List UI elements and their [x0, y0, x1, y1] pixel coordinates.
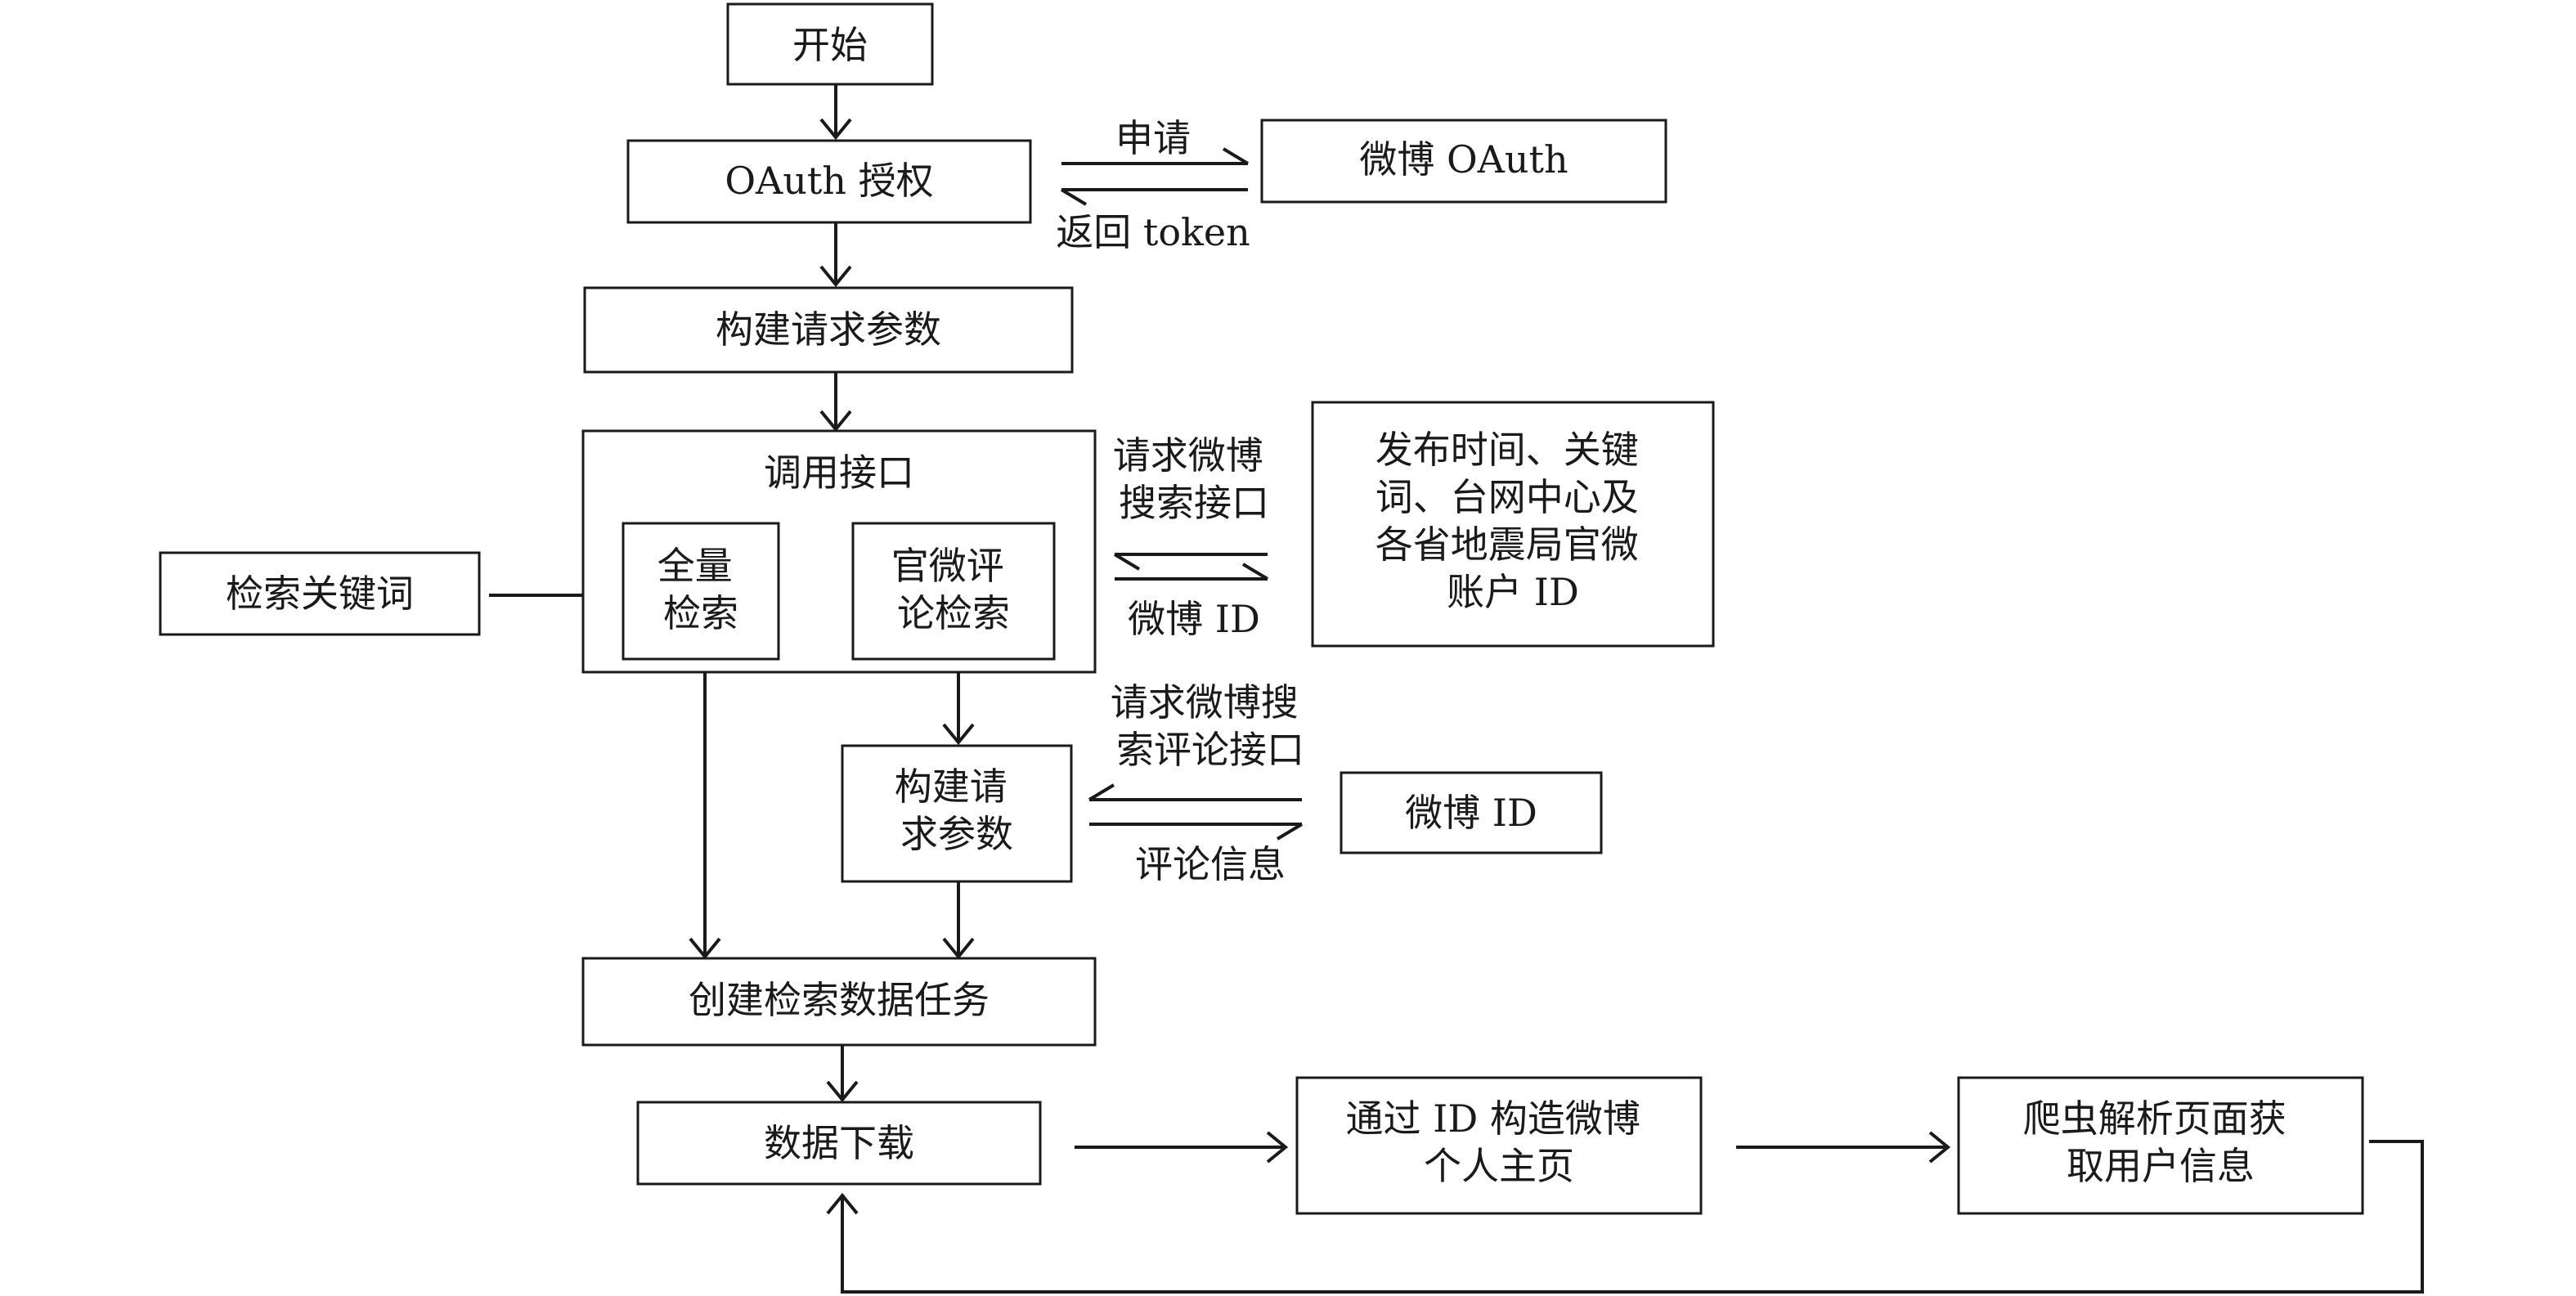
node-weibo-oauth: 微博 OAuth	[1260, 119, 1667, 204]
harpoon-apply-to-weibo-oauth	[1061, 147, 1250, 165]
edge-build-params-to-call-api	[819, 372, 852, 433]
edge-oauth-to-build-params	[819, 222, 852, 288]
node-weibo-id: 微博 ID	[1340, 771, 1603, 854]
label-return-token-line: 返回 token	[1056, 210, 1250, 254]
edge-homepage-to-crawler	[1736, 1131, 1951, 1164]
edge-crawler-loop-to-download	[826, 1140, 2424, 1294]
label-return-token: 返回 token	[1056, 210, 1250, 254]
node-full-search: 全量 检索	[622, 522, 780, 661]
node-publish-info-line-4: 账户 ID	[1447, 570, 1579, 614]
node-search-keywords: 检索关键词	[159, 551, 481, 636]
svg-text:创建检索数据任务: 创建检索数据任务	[689, 978, 990, 1022]
node-publish-info: 发布时间、关键 词、台网中心及 各省地震局官微 账户 ID	[1311, 401, 1715, 648]
node-publish-info-line-3: 各省地震局官微	[1376, 522, 1639, 567]
node-call-api-line: 调用接口	[764, 451, 914, 495]
node-build-params: 构建请求参数	[583, 286, 1074, 374]
label-request-search-api-line-2: 搜索接口	[1119, 481, 1269, 525]
node-crawler-parse-line-1: 爬虫解析页面获	[2023, 1096, 2287, 1141]
node-construct-homepage-line-1: 通过 ID 构造微博	[1346, 1096, 1640, 1141]
svg-text:爬虫解析页面获 取用户信息: 爬虫解析页面获 取用户信息	[2023, 1096, 2299, 1188]
node-full-search-line-1: 全量	[657, 544, 733, 588]
nodes: 开始 OAuth 授权 微博 OAuth 构建请求参数 调用接口 全量 检索	[159, 2, 2364, 1215]
node-build-params-2-line-2: 求参数	[900, 812, 1013, 856]
node-weibo-oauth-line: 微博 OAuth	[1359, 137, 1568, 182]
edge-download-to-homepage	[1075, 1131, 1289, 1164]
label-apply: 申请	[1115, 116, 1191, 160]
node-construct-homepage-line-2: 个人主页	[1424, 1144, 1574, 1188]
node-weibo-id-line: 微博 ID	[1405, 791, 1537, 835]
svg-text:全量 检索: 全量 检索	[657, 544, 745, 635]
label-weibo-id-return-line: 微博 ID	[1128, 597, 1260, 641]
svg-text:OAuth 授权: OAuth 授权	[725, 159, 933, 203]
svg-text:微博 OAuth: 微博 OAuth	[1359, 137, 1568, 182]
node-oauth-line: OAuth 授权	[725, 159, 933, 203]
node-build-params-2: 构建请 求参数	[841, 744, 1073, 883]
node-build-params-line: 构建请求参数	[716, 307, 941, 352]
label-weibo-id-return: 微博 ID	[1128, 597, 1260, 641]
node-create-task: 创建检索数据任务	[581, 957, 1097, 1047]
node-full-search-line-2: 检索	[663, 591, 738, 635]
node-oauth: OAuth 授权	[626, 139, 1032, 224]
harpoon-search-request-to-info	[1113, 553, 1268, 571]
label-request-search-api: 请求微博 搜索接口	[1113, 433, 1276, 525]
node-build-params-2-line-1: 构建请	[895, 765, 1008, 809]
label-request-search-api-line-1: 请求微博	[1113, 433, 1263, 478]
label-comment-info: 评论信息	[1135, 842, 1286, 886]
svg-text:微博 ID: 微博 ID	[1405, 791, 1537, 835]
node-official-comment-search-line-2: 论检索	[897, 591, 1010, 635]
node-data-download: 数据下载	[636, 1101, 1042, 1186]
svg-text:检索关键词: 检索关键词	[226, 572, 414, 616]
node-official-comment-search-line-1: 官微评	[891, 544, 1004, 588]
edge-start-to-oauth	[819, 84, 852, 141]
svg-text:官微评 论检索: 官微评 论检索	[891, 544, 1016, 635]
node-crawler-parse-line-2: 取用户信息	[2067, 1144, 2255, 1188]
label-request-comment-api-line-2: 索评论接口	[1116, 728, 1304, 772]
node-official-comment-search: 官微评 论检索	[851, 522, 1056, 661]
svg-text:构建请求参数: 构建请求参数	[716, 307, 941, 352]
label-request-comment-api-line-1: 请求微博搜	[1111, 680, 1299, 724]
node-construct-homepage: 通过 ID 构造微博 个人主页	[1295, 1076, 1703, 1215]
harpoon-comment-request	[1088, 783, 1302, 801]
node-search-keywords-line: 检索关键词	[226, 572, 414, 616]
edges	[489, 84, 2424, 1294]
node-crawler-parse: 爬虫解析页面获 取用户信息	[1957, 1076, 2364, 1215]
harpoon-weibo-id-return	[1115, 563, 1269, 581]
harpoon-comment-info-return	[1089, 823, 1304, 841]
label-apply-line: 申请	[1115, 116, 1191, 160]
svg-text:通过 ID 构造微博 个人主页: 通过 ID 构造微博 个人主页	[1346, 1096, 1653, 1188]
label-request-comment-api: 请求微博搜 索评论接口	[1111, 680, 1311, 772]
harpoon-token-return-to-oauth	[1060, 188, 1248, 206]
node-publish-info-line-1: 发布时间、关键	[1376, 428, 1639, 472]
svg-text:发布时间、关键 词、台网中心及: 发布时间、关键 词、台网中心及 各省地震局官微 账户 ID	[1376, 428, 1651, 614]
svg-text:构建请 求参数: 构建请 求参数	[895, 765, 1020, 856]
node-start: 开始	[726, 2, 934, 86]
edge-build-params-2-to-create-task	[942, 881, 975, 960]
edge-full-search-to-create-task	[689, 661, 721, 960]
edge-create-task-to-download	[826, 1045, 859, 1103]
node-start-line: 开始	[792, 23, 868, 67]
edge-labels: 申请 返回 token 请求微博 搜索接口 微博 ID 请求微博搜 索评论接口 …	[1056, 116, 1311, 886]
svg-text:开始: 开始	[792, 23, 868, 67]
node-data-download-line: 数据下载	[764, 1121, 914, 1165]
node-create-task-line: 创建检索数据任务	[689, 978, 990, 1022]
svg-text:调用接口: 调用接口	[764, 451, 914, 495]
edge-comment-search-to-build-params-2	[942, 661, 975, 746]
svg-text:数据下载: 数据下载	[764, 1121, 914, 1165]
node-publish-info-line-2: 词、台网中心及	[1376, 475, 1639, 519]
label-comment-info-line: 评论信息	[1135, 842, 1286, 886]
